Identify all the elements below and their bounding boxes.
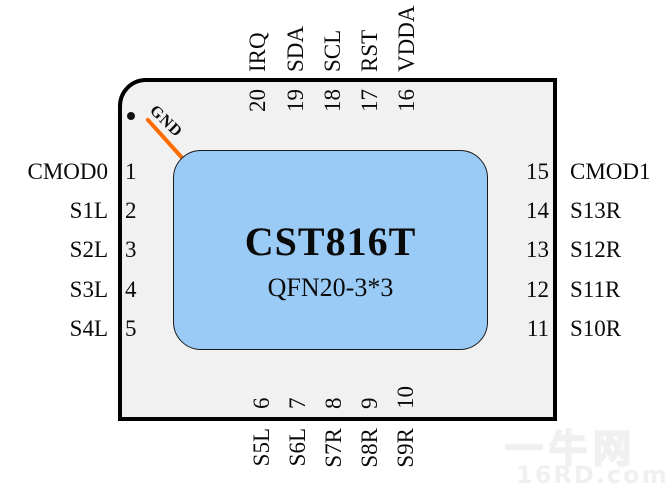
- pin-number-16: 16: [394, 89, 419, 112]
- pin-label-top-19: SDA: [283, 25, 308, 72]
- pin-label-left-1: CMOD0: [27, 159, 108, 184]
- pin-label-top-18: SCL: [320, 29, 345, 72]
- pin-number-17: 17: [357, 89, 382, 112]
- pin-number-5: 5: [125, 316, 137, 341]
- chip-package-type: QFN20-3*3: [267, 272, 394, 302]
- pin-number-9: 9: [357, 397, 382, 410]
- pin-number-10: 10: [393, 386, 418, 409]
- pin-label-bottom-9: S8R: [357, 428, 382, 468]
- pin-number-15: 15: [526, 159, 549, 184]
- pin-label-left-3: S2L: [69, 237, 108, 262]
- pin-label-bottom-6: S5L: [249, 428, 274, 467]
- chip-name: CST816T: [244, 218, 417, 264]
- pin-number-8: 8: [321, 397, 346, 410]
- pin1-marker-dot-icon: [127, 112, 135, 120]
- pin-number-1: 1: [125, 159, 137, 184]
- pin-number-19: 19: [283, 89, 308, 112]
- pin-number-2: 2: [125, 198, 137, 223]
- pin-label-top-17: RST: [357, 29, 382, 72]
- pin-number-20: 20: [245, 89, 270, 112]
- pin-label-left-5: S4L: [69, 316, 108, 341]
- pin-label-right-15: CMOD1: [570, 159, 651, 184]
- pin-label-bottom-7: S6L: [285, 428, 310, 467]
- pin-number-12: 12: [526, 277, 549, 302]
- pin-label-right-14: S13R: [570, 198, 622, 223]
- pin-label-top-16: VDDA: [394, 5, 419, 72]
- chip-die: CST816T QFN20-3*3: [173, 150, 488, 350]
- pin-label-left-2: S1L: [69, 198, 108, 223]
- watermark-site-url: 16RD.com: [516, 461, 665, 489]
- pin-label-right-11: S10R: [570, 316, 622, 341]
- pin-number-6: 6: [249, 397, 274, 410]
- pin-number-4: 4: [125, 277, 137, 302]
- pin-label-top-20: IRQ: [245, 32, 270, 72]
- pin-number-13: 13: [526, 237, 549, 262]
- pin-label-left-4: S3L: [69, 277, 108, 302]
- pin-label-right-12: S11R: [570, 277, 621, 302]
- pin-label-bottom-8: S7R: [321, 428, 346, 468]
- pin-number-14: 14: [526, 198, 549, 223]
- pin-number-18: 18: [320, 89, 345, 112]
- pin-number-3: 3: [125, 237, 137, 262]
- pin-label-right-13: S12R: [570, 237, 622, 262]
- pin-label-bottom-10: S9R: [393, 428, 418, 468]
- pin-number-7: 7: [285, 397, 310, 410]
- watermark-site-name: 一牛网: [504, 427, 638, 471]
- pin-number-11: 11: [526, 316, 549, 341]
